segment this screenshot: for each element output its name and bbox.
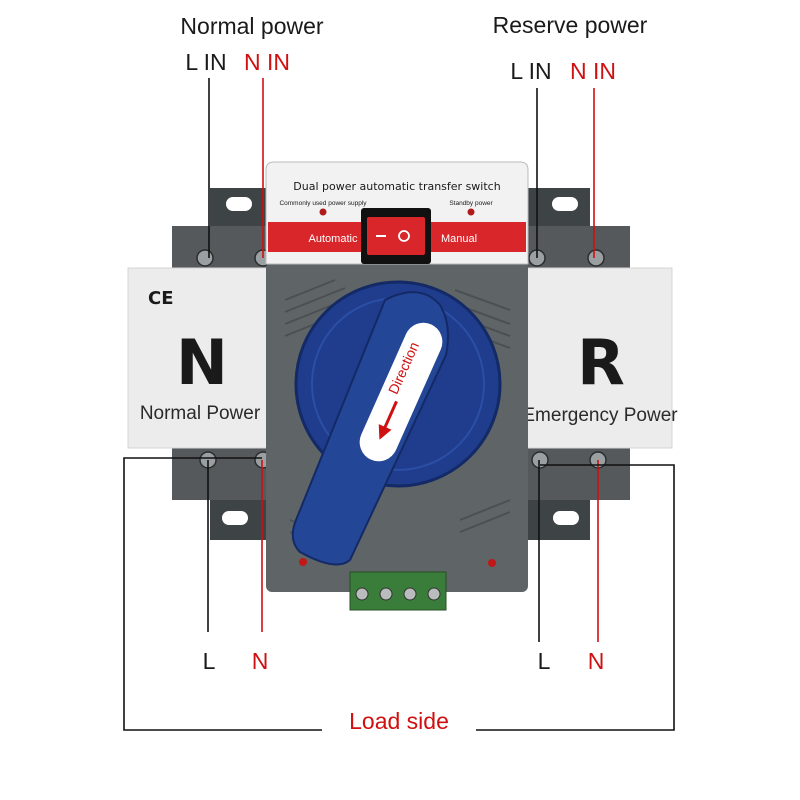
reserve-n-in-label: N IN [570, 58, 616, 84]
indicator-standby-label: Standby power [449, 200, 493, 207]
mount-hole [222, 511, 248, 525]
mode-automatic-label: Automatic [309, 233, 358, 245]
load-loop-left [123, 457, 322, 731]
ce-mark: CE [148, 288, 174, 309]
emergency-power-card: R Emergency Power [522, 267, 678, 449]
normal-power-card: CE N Normal Power [127, 267, 279, 449]
load-loop-right [476, 464, 675, 731]
status-led-right [488, 559, 496, 567]
reserve-l-in-label: L IN [510, 58, 551, 84]
reserve-letter: R [577, 326, 625, 399]
indicator-standby-led [467, 208, 475, 216]
mount-hole [553, 511, 579, 525]
normal-letter: N [176, 326, 228, 399]
left-l-label: L [203, 648, 216, 674]
mount-hole [552, 197, 578, 211]
normal-power-label: Normal power [180, 13, 323, 39]
status-led-left [299, 558, 307, 566]
right-n-label: N [588, 648, 605, 674]
normal-caption: Normal Power [140, 403, 261, 424]
device-title: Dual power automatic transfer switch [293, 180, 500, 193]
rocker-switch[interactable] [367, 217, 425, 255]
load-side-label: Load side [349, 708, 449, 734]
direction-arrow-icon [378, 400, 398, 440]
left-n-label: N [252, 648, 269, 674]
rotary-handle[interactable]: Direction [291, 280, 502, 566]
control-panel: Dual power automatic transfer switch Com… [265, 161, 529, 265]
wiring [123, 78, 675, 731]
rocker-circle [398, 230, 410, 242]
reserve-power-label: Reserve power [493, 12, 648, 38]
terminal-block-right-bottom [518, 440, 630, 500]
auxiliary-terminal [349, 571, 447, 611]
emergency-caption: Emergency Power [522, 405, 678, 426]
mode-manual-label: Manual [441, 233, 477, 245]
normal-n-in-label: N IN [244, 49, 290, 75]
indicator-common-label: Commonly used power supply [279, 200, 367, 207]
indicator-common-led [319, 208, 327, 216]
mount-hole [226, 197, 252, 211]
right-l-label: L [538, 648, 551, 674]
terminal-block-left-bottom [172, 440, 282, 500]
normal-l-in-label: L IN [185, 49, 226, 75]
